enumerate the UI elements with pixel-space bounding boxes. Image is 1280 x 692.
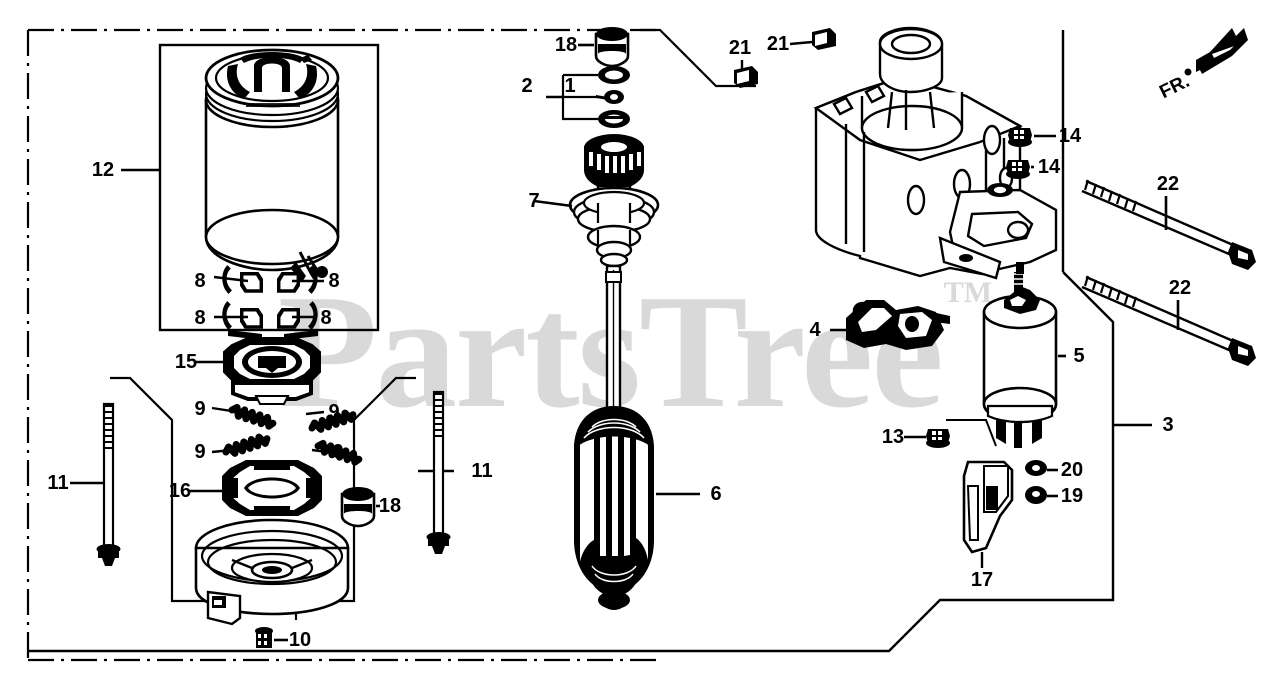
callout-8-c: 8 (194, 307, 206, 329)
fr-direction-arrow (1184, 28, 1248, 76)
part-22-bolt-a (1081, 179, 1256, 270)
callout-9-c: 9 (194, 441, 206, 463)
diagram-outer-border-solid (640, 28, 756, 88)
part-14-nut-b (1006, 160, 1036, 179)
part-9-spring-group (211, 406, 360, 463)
callout-22-a: 22 (1156, 173, 1180, 195)
callout-2: 2 (521, 75, 533, 97)
callout-8-b: 8 (328, 270, 340, 292)
part-gearcase-housing (813, 26, 1058, 280)
callout-1: 1 (564, 75, 576, 97)
callout-18-b: 18 (378, 495, 402, 517)
part-20-washer (1025, 460, 1058, 476)
callout-9-a: 9 (194, 398, 206, 420)
part-16-brush-holder-lower (190, 460, 322, 516)
group-bracket-12 (158, 43, 380, 332)
callout-14-b: 14 (1037, 156, 1061, 178)
callout-21-b: 21 (766, 33, 790, 55)
part-6-armature (574, 406, 700, 610)
callout-11-b: 11 (471, 460, 493, 482)
callout-3: 3 (1162, 414, 1174, 436)
callout-9-b: 9 (328, 401, 340, 423)
callout-10: 10 (288, 629, 312, 651)
callout-21-a: 21 (728, 37, 752, 59)
part-10-screw (255, 627, 288, 648)
callout-6: 6 (710, 483, 722, 505)
callout-22-b: 22 (1168, 277, 1192, 299)
part-22-bolt-b (1081, 275, 1256, 366)
part-4-shift-lever (830, 300, 950, 350)
group-bracket-3 (28, 30, 1115, 653)
part-18-dust-cap-lower (340, 487, 380, 528)
part-11-through-bolt-right (426, 390, 451, 554)
callout-16: 16 (168, 480, 192, 502)
part-17-terminal-boot (962, 460, 1014, 568)
callout-18-a: 18 (554, 34, 578, 56)
callout-8-d: 8 (320, 307, 332, 329)
callout-17: 17 (970, 569, 994, 591)
part-21-bushing-a (734, 60, 758, 88)
part-13-nut (904, 419, 997, 448)
callout-20: 20 (1060, 459, 1084, 481)
part-18-dust-cap-top (578, 27, 630, 68)
callout-8-a: 8 (194, 270, 206, 292)
callout-4: 4 (809, 319, 821, 341)
part-5-solenoid (982, 262, 1066, 448)
part-14-nut-a (1008, 128, 1056, 147)
callout-5: 5 (1073, 345, 1085, 367)
callout-14-a: 14 (1058, 125, 1082, 147)
part-19-nut (1025, 486, 1058, 504)
part-7-pinion-clutch (533, 134, 660, 418)
callout-15: 15 (174, 351, 198, 373)
part-11-through-bolt-left (96, 402, 121, 566)
part-8-brush-group (213, 265, 324, 340)
callout-9-d: 9 (332, 441, 344, 463)
part-15-brush-holder-upper (196, 337, 321, 405)
callout-13: 13 (881, 426, 905, 448)
callout-12: 12 (91, 159, 115, 181)
callout-7: 7 (528, 190, 540, 212)
part-1-2-washer-set (546, 66, 630, 128)
part-21-bushing-b (789, 28, 836, 50)
callout-19: 19 (1060, 485, 1084, 507)
part-12-motor-housing (204, 48, 340, 282)
callout-11-a: 11 (47, 472, 69, 494)
part-end-cover (194, 518, 350, 626)
